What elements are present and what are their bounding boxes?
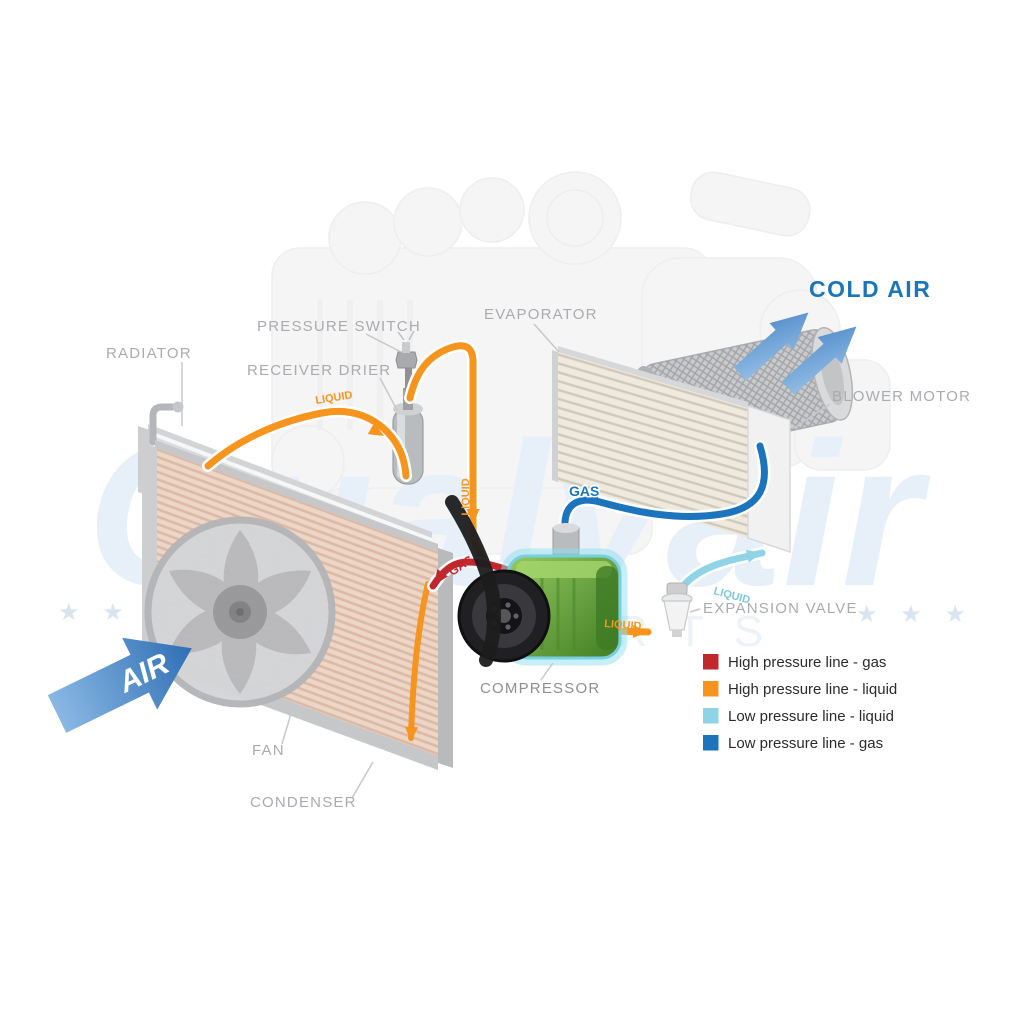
flow-arrow-icon xyxy=(745,549,762,563)
expansion-valve-graphic xyxy=(661,582,693,637)
fan-graphic xyxy=(144,516,336,708)
flow-arrow-icon xyxy=(583,491,599,505)
component-labels: RADIATOR PRESSURE SWITCH RECEIVER DRIER … xyxy=(106,276,971,811)
cold-air-arrow-icon xyxy=(781,326,857,395)
legend: High pressure line - gas High pressure l… xyxy=(703,654,897,752)
compressor-graphic xyxy=(445,495,628,667)
watermark-stars-right: ★ ★ ★ xyxy=(856,601,974,628)
label-pressure-switch: PRESSURE SWITCH xyxy=(257,318,421,335)
pipe-hp-liquid-to-drier xyxy=(204,407,410,480)
legend-swatch-hp-gas xyxy=(703,654,719,670)
pressure-switch-graphic xyxy=(395,330,418,390)
label-evaporator: EVAPORATOR xyxy=(484,306,598,323)
legend-row: High pressure line - liquid xyxy=(703,681,897,698)
label-condenser: CONDENSER xyxy=(250,794,357,811)
label-fan: FAN xyxy=(252,742,285,759)
label-liquid-3: LIQUID xyxy=(604,618,642,633)
radiator-fitting xyxy=(149,403,180,446)
label-radiator: RADIATOR xyxy=(106,345,192,362)
flow-arrow-icon xyxy=(466,509,480,524)
leader-lines xyxy=(181,323,831,799)
label-receiver-drier: RECEIVER DRIER xyxy=(247,362,391,379)
legend-swatch-lp-gas xyxy=(703,735,719,751)
flow-arrow-icon xyxy=(405,726,419,742)
pipe-hp-liquid-condenser xyxy=(408,581,431,741)
label-gas-low: GAS xyxy=(569,483,599,499)
label-blower-motor: BLOWER MOTOR xyxy=(832,388,971,405)
cold-air-arrow-icon xyxy=(733,312,809,381)
label-cold-air: COLD AIR xyxy=(809,276,931,302)
air-arrow-icon xyxy=(47,637,192,733)
pipe-lp-gas xyxy=(561,442,768,548)
legend-label-hp-liquid: High pressure line - liquid xyxy=(728,681,897,698)
label-liquid-1: LIQUID xyxy=(315,389,354,407)
legend-row: Low pressure line - gas xyxy=(703,735,883,752)
flow-arrow-icon xyxy=(434,568,448,585)
label-liquid-2: LIQUID xyxy=(460,478,472,515)
legend-label-lp-gas: Low pressure line - gas xyxy=(728,735,883,752)
legend-label-lp-liquid: Low pressure line - liquid xyxy=(728,708,894,725)
legend-row: High pressure line - gas xyxy=(703,654,886,671)
pipe-arrowheads xyxy=(367,422,762,742)
flow-arrow-icon xyxy=(632,624,648,638)
cold-air-arrows xyxy=(733,312,857,395)
compressor-belt xyxy=(445,495,501,667)
label-expansion-valve: EXPANSION VALVE xyxy=(703,600,858,617)
flow-arrow-icon xyxy=(367,422,384,436)
legend-label-hp-gas: High pressure line - gas xyxy=(728,654,886,671)
label-compressor: COMPRESSOR xyxy=(480,680,600,697)
legend-swatch-lp-liquid xyxy=(703,708,719,724)
legend-swatch-hp-liquid xyxy=(703,681,719,697)
compressor-pulley xyxy=(457,569,551,663)
legend-row: Low pressure line - liquid xyxy=(703,708,894,725)
